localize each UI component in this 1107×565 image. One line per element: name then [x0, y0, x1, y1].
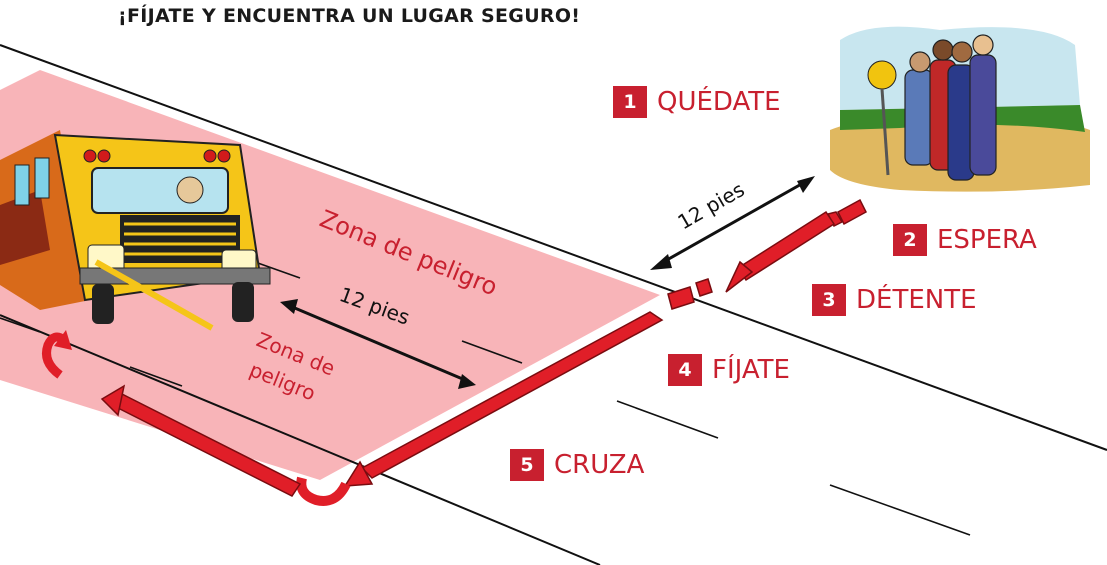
step-label: DÉTENTE: [856, 285, 977, 315]
step-number-badge: 1: [613, 86, 647, 118]
distance-arrow-curb: [650, 176, 815, 270]
step-label: ESPERA: [937, 225, 1037, 255]
road-edge-bottom: [0, 314, 601, 565]
stop-point-marks: [667, 278, 713, 310]
lane-markings: [0, 261, 971, 536]
students-at-stop: [830, 26, 1090, 192]
school-bus: [0, 130, 271, 331]
road-edge-top: [0, 44, 1107, 451]
step-number-badge: 2: [893, 224, 927, 256]
step-number-badge: 3: [812, 284, 846, 316]
distance-arrow-front: [280, 299, 476, 389]
step-4-look: 4 FÍJATE: [668, 354, 790, 386]
step-3-stop: 3 DÉTENTE: [812, 284, 977, 316]
step-5-cross: 5 CRUZA: [510, 449, 644, 481]
path-arrow-crossing: [343, 311, 664, 487]
step-label: CRUZA: [554, 450, 645, 480]
path-arrow-approach: [725, 198, 867, 293]
path-arrow-bus-turn: [42, 332, 67, 379]
distance-label-curb: 12 pies: [674, 177, 749, 234]
path-arrow-return: [100, 384, 302, 497]
page-title: ¡FÍJATE Y ENCUENTRA UN LUGAR SEGURO!: [118, 5, 581, 27]
path-arrow-bus-turn-head: [54, 330, 72, 350]
step-1-stay: 1 QUÉDATE: [613, 86, 781, 118]
step-number-badge: 4: [668, 354, 702, 386]
step-label: FÍJATE: [712, 355, 790, 385]
step-label: QUÉDATE: [657, 87, 781, 117]
step-number-badge: 5: [510, 449, 544, 481]
step-2-wait: 2 ESPERA: [893, 224, 1037, 256]
path-arrow-uturn: [296, 476, 351, 506]
